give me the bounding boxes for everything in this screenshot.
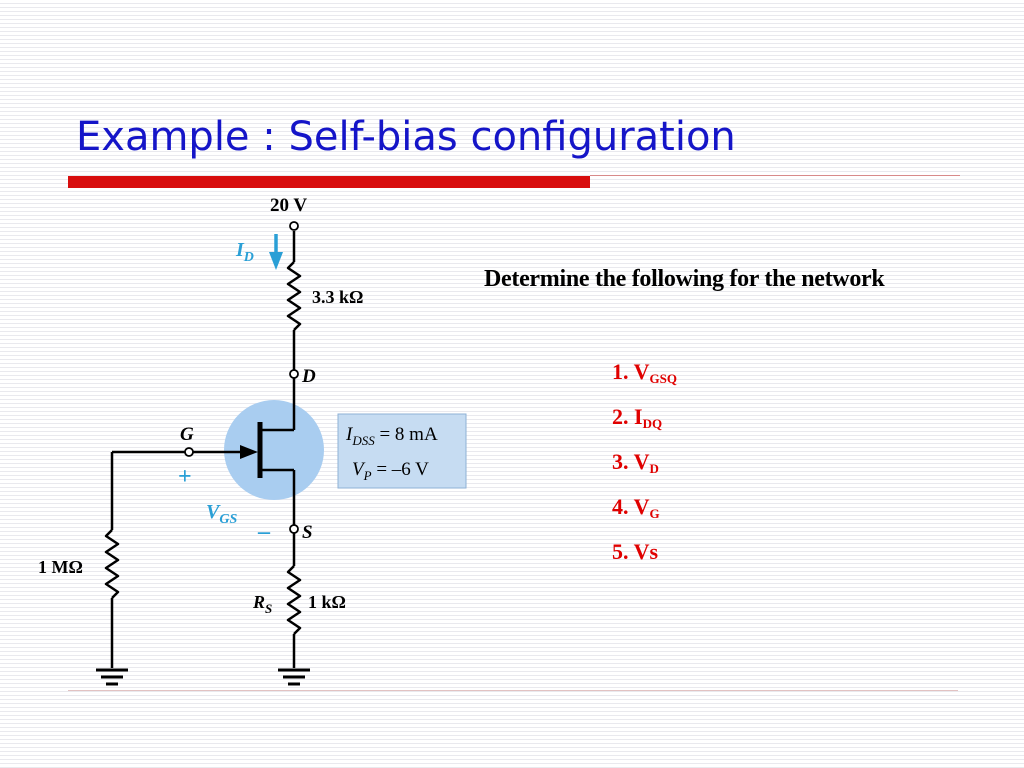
- vp-parameter: VP = –6 V: [352, 459, 429, 483]
- gate-terminal-label: G: [180, 424, 194, 445]
- gate-ground-symbol: [96, 668, 128, 686]
- vgs-minus-sign: –: [257, 519, 271, 545]
- gate-terminal: [184, 447, 194, 457]
- task-statement: Determine the following for the network: [484, 266, 885, 292]
- question-item: 2. IDQ: [612, 404, 663, 431]
- title-underline-thin: [590, 175, 960, 176]
- gate-resistor: [104, 529, 120, 599]
- drain-terminal: [289, 369, 299, 379]
- drain-current-arrow-head: [269, 252, 283, 270]
- source-resistor: [286, 565, 302, 635]
- title-underline-red: [68, 176, 590, 188]
- slide-title: Example : Self-bias configuration: [76, 114, 736, 160]
- question-item: 1. VGSQ: [612, 359, 677, 386]
- source-terminal: [289, 524, 299, 534]
- question-list: 1. VGSQ 2. IDQ 3. VD 4. VG 5. Vs: [612, 352, 677, 577]
- supply-voltage-label: 20 V: [270, 195, 307, 216]
- drain-current-label: ID: [235, 239, 254, 265]
- source-terminal-label: S: [302, 522, 313, 543]
- jfet-gate-arrow: [240, 445, 258, 459]
- drain-terminal-label: D: [301, 366, 316, 387]
- source-resistor-label: 1 kΩ: [308, 592, 346, 612]
- drain-resistor: [286, 261, 302, 331]
- question-item: 3. VD: [612, 449, 659, 476]
- jfet-circle: [224, 400, 324, 500]
- drain-resistor-label: 3.3 kΩ: [312, 287, 363, 307]
- footer-rule: [68, 690, 958, 691]
- idss-parameter: IDSS = 8 mA: [345, 424, 438, 448]
- question-item: 5. Vs: [612, 539, 659, 564]
- question-item: 4. VG: [612, 494, 660, 521]
- vgs-plus-sign: +: [178, 464, 192, 490]
- source-resistor-name: RS: [252, 592, 272, 616]
- gate-resistor-label: 1 MΩ: [38, 557, 83, 577]
- jfet-parameter-box: [337, 413, 467, 489]
- vgs-label: VGS: [206, 501, 237, 527]
- supply-terminal: [289, 221, 299, 231]
- source-ground-symbol: [278, 668, 310, 686]
